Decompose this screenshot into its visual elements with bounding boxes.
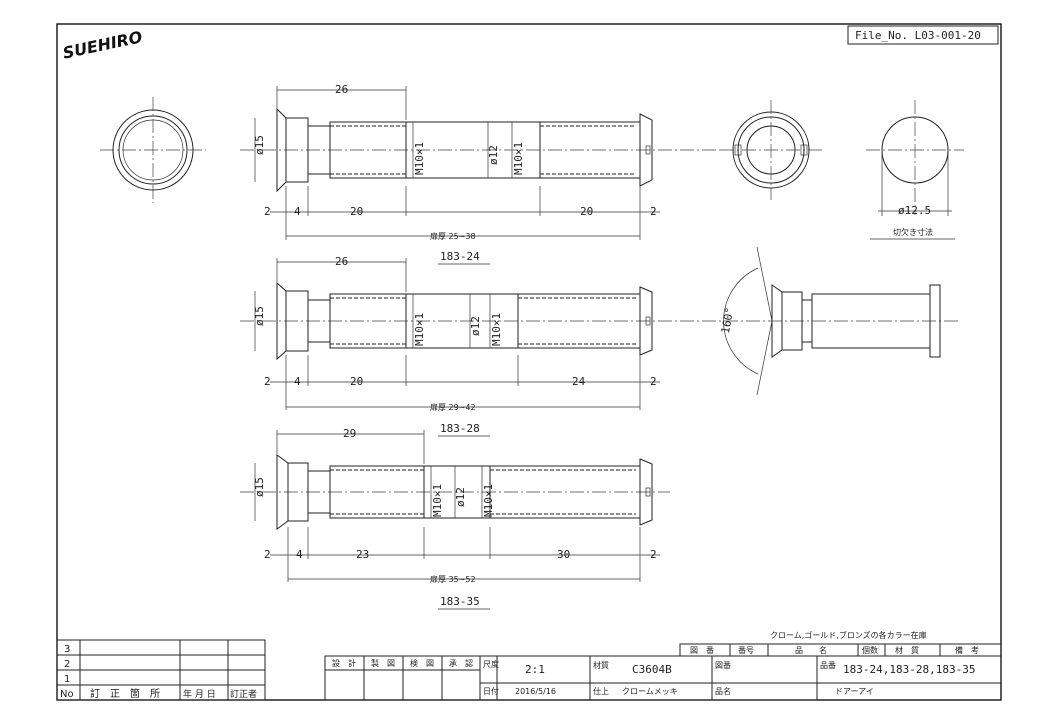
title-block: クローム,ゴールド,ブロンズの各カラー在庫 図 番 番号 品 名 個数 材 質 … — [56, 630, 1002, 701]
svg-text:2: 2 — [64, 659, 70, 670]
svg-text:20: 20 — [580, 205, 593, 218]
svg-text:SUEHIRO: SUEHIRO — [61, 27, 144, 62]
door-thickness-2: 扉厚 29~42 — [430, 402, 476, 412]
svg-text:M10×1: M10×1 — [413, 313, 426, 346]
file-no-box — [847, 25, 999, 45]
svg-text:23: 23 — [356, 548, 369, 561]
angle-view: 160° — [719, 246, 941, 396]
suehiro-logo: SUEHIRO — [61, 27, 144, 62]
model-183-35: 183-35 — [440, 595, 480, 608]
svg-text:番号: 番号 — [738, 645, 754, 655]
file-no: File_No. L03-001-20 — [855, 29, 981, 42]
svg-text:2: 2 — [264, 205, 271, 218]
svg-text:図番: 図番 — [715, 660, 731, 670]
svg-text:日付: 日付 — [483, 686, 499, 696]
svg-text:製 図: 製 図 — [371, 658, 395, 668]
svg-text:図 番: 図 番 — [690, 645, 714, 655]
cutout-circle: ø12.5 切欠き寸法 — [866, 100, 964, 240]
svg-text:29: 29 — [343, 427, 356, 440]
svg-text:品名: 品名 — [715, 686, 731, 696]
svg-text:訂 正 箇 所: 訂 正 箇 所 — [90, 687, 160, 700]
model-183-28: 183-28 — [440, 422, 480, 435]
svg-text:1: 1 — [64, 674, 70, 685]
svg-text:個数: 個数 — [862, 645, 878, 655]
date-value: 2016/5/16 — [515, 687, 556, 696]
svg-text:4: 4 — [294, 375, 301, 388]
svg-text:承 認: 承 認 — [449, 658, 473, 668]
model-183-24: 183-24 — [440, 250, 480, 263]
cut-label: 切欠き寸法 — [893, 227, 933, 237]
svg-text:訂正者: 訂正者 — [230, 688, 257, 700]
svg-text:20: 20 — [350, 205, 363, 218]
svg-text:ø15: ø15 — [253, 477, 266, 497]
material-value: C3604B — [632, 663, 672, 676]
svg-text:24: 24 — [572, 375, 586, 388]
door-thickness-3: 扉厚 35~52 — [430, 574, 476, 584]
finish-value: クロームメッキ — [622, 687, 678, 696]
svg-text:3: 3 — [64, 644, 70, 655]
svg-text:2: 2 — [650, 205, 657, 218]
svg-text:4: 4 — [294, 205, 301, 218]
dim-thread-left: M10×1 — [413, 142, 426, 175]
svg-text:設 計: 設 計 — [332, 658, 356, 668]
svg-text:26: 26 — [335, 255, 348, 268]
rear-view-circle — [720, 100, 822, 200]
svg-text:20: 20 — [350, 375, 363, 388]
svg-text:2: 2 — [264, 548, 271, 561]
svg-text:M10×1: M10×1 — [482, 484, 495, 517]
svg-text:年 月 日: 年 月 日 — [183, 688, 216, 700]
part-name-value: ドアーアイ — [835, 687, 874, 696]
cut-dim: ø12.5 — [898, 204, 931, 217]
view-183-28: 26 ø15 M10×1 ø12 M10×1 2 4 20 24 2 扉厚 29… — [240, 246, 960, 437]
color-note: クローム,ゴールド,ブロンズの各カラー在庫 — [770, 630, 927, 640]
svg-text:品 名: 品 名 — [795, 645, 827, 655]
dim-26: 26 — [335, 83, 348, 96]
svg-text:ø12: ø12 — [469, 316, 482, 336]
scale-value: 2:1 — [525, 663, 545, 676]
svg-text:ø12: ø12 — [454, 487, 467, 507]
svg-text:備 考: 備 考 — [955, 645, 979, 655]
svg-text:材 質: 材 質 — [895, 645, 919, 655]
drawing-border — [56, 23, 1002, 701]
svg-text:2: 2 — [650, 375, 657, 388]
view-183-24: 26 ø15 M10×1 ø12 M10×1 2 4 20 20 2 扉厚 25… — [100, 83, 964, 265]
dim-thread-right: M10×1 — [512, 142, 525, 175]
svg-text:M10×1: M10×1 — [490, 313, 503, 346]
svg-text:4: 4 — [296, 548, 303, 561]
part-no-value: 183-24,183-28,183-35 — [843, 663, 975, 676]
svg-text:尺度: 尺度 — [483, 659, 499, 669]
dim-dia15: ø15 — [253, 135, 266, 155]
svg-text:No: No — [60, 689, 74, 700]
view-angle: 160° — [719, 306, 736, 334]
svg-text:品番: 品番 — [820, 660, 836, 670]
svg-text:仕上: 仕上 — [593, 686, 609, 696]
dim-dia12: ø12 — [487, 145, 500, 165]
svg-text:2: 2 — [650, 548, 657, 561]
svg-text:材質: 材質 — [593, 660, 609, 670]
svg-text:30: 30 — [557, 548, 570, 561]
svg-text:2: 2 — [264, 375, 271, 388]
svg-text:M10×1: M10×1 — [431, 484, 444, 517]
view-183-35: 29 ø15 M10×1 ø12 M10×1 2 4 23 30 2 扉厚 35… — [240, 427, 670, 610]
door-thickness-1: 扉厚 25~38 — [430, 231, 476, 241]
svg-text:ø15: ø15 — [253, 306, 266, 326]
front-view-circle — [100, 97, 206, 203]
svg-text:検 図: 検 図 — [410, 658, 434, 668]
